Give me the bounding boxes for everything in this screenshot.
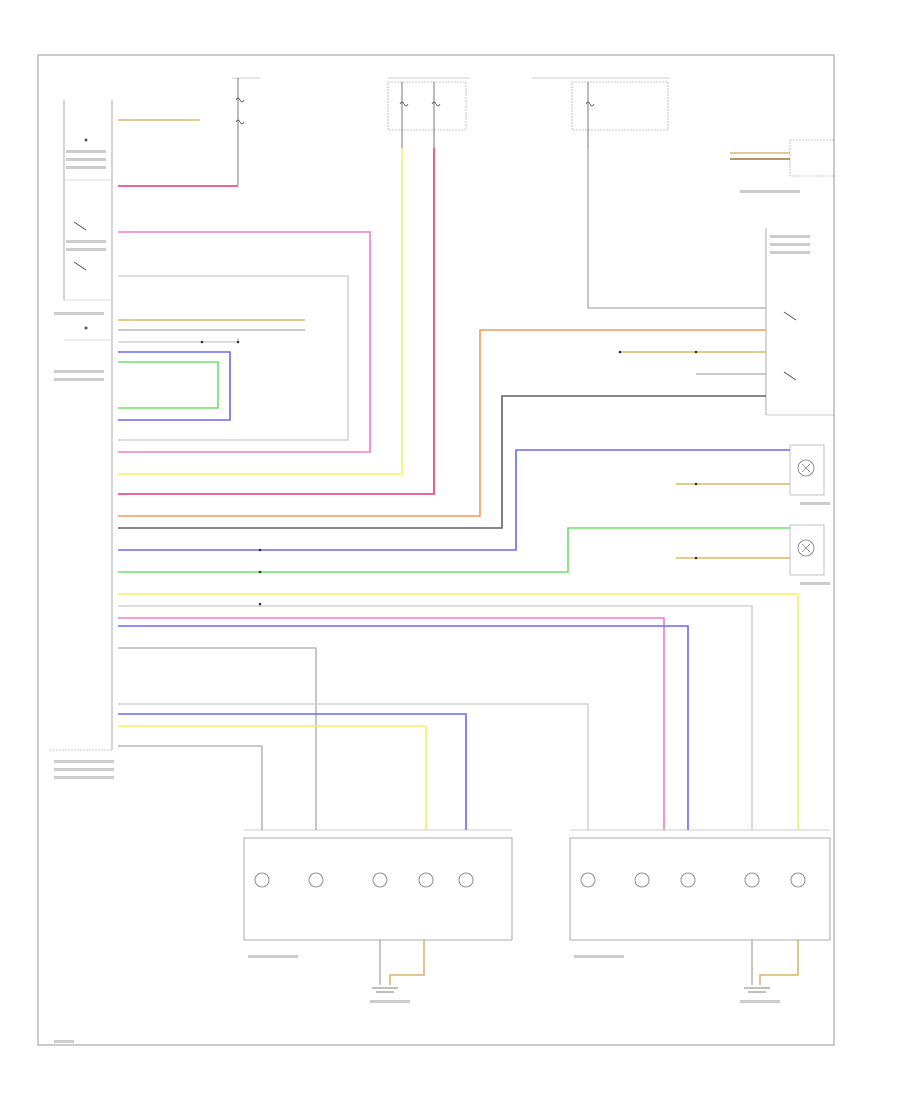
diagram-frame: [37, 54, 835, 1046]
fuse-block-3: [532, 77, 670, 148]
instrument-cluster: [730, 139, 835, 177]
left-front-turn-lamp: [789, 524, 825, 576]
right-front-headlight: [569, 829, 831, 941]
fuse-block-1: [232, 77, 260, 185]
right-front-turn-lamp: [789, 444, 825, 496]
connector-dots: [200, 340, 698, 606]
wires: [118, 119, 799, 985]
ground-symbols: [372, 987, 770, 993]
left-control-module: [50, 100, 113, 751]
left-front-headlight: [243, 829, 513, 941]
hazard-switch-block: [765, 228, 834, 416]
illegible-labels: [54, 150, 830, 1043]
fuse-block-2: [387, 77, 470, 148]
